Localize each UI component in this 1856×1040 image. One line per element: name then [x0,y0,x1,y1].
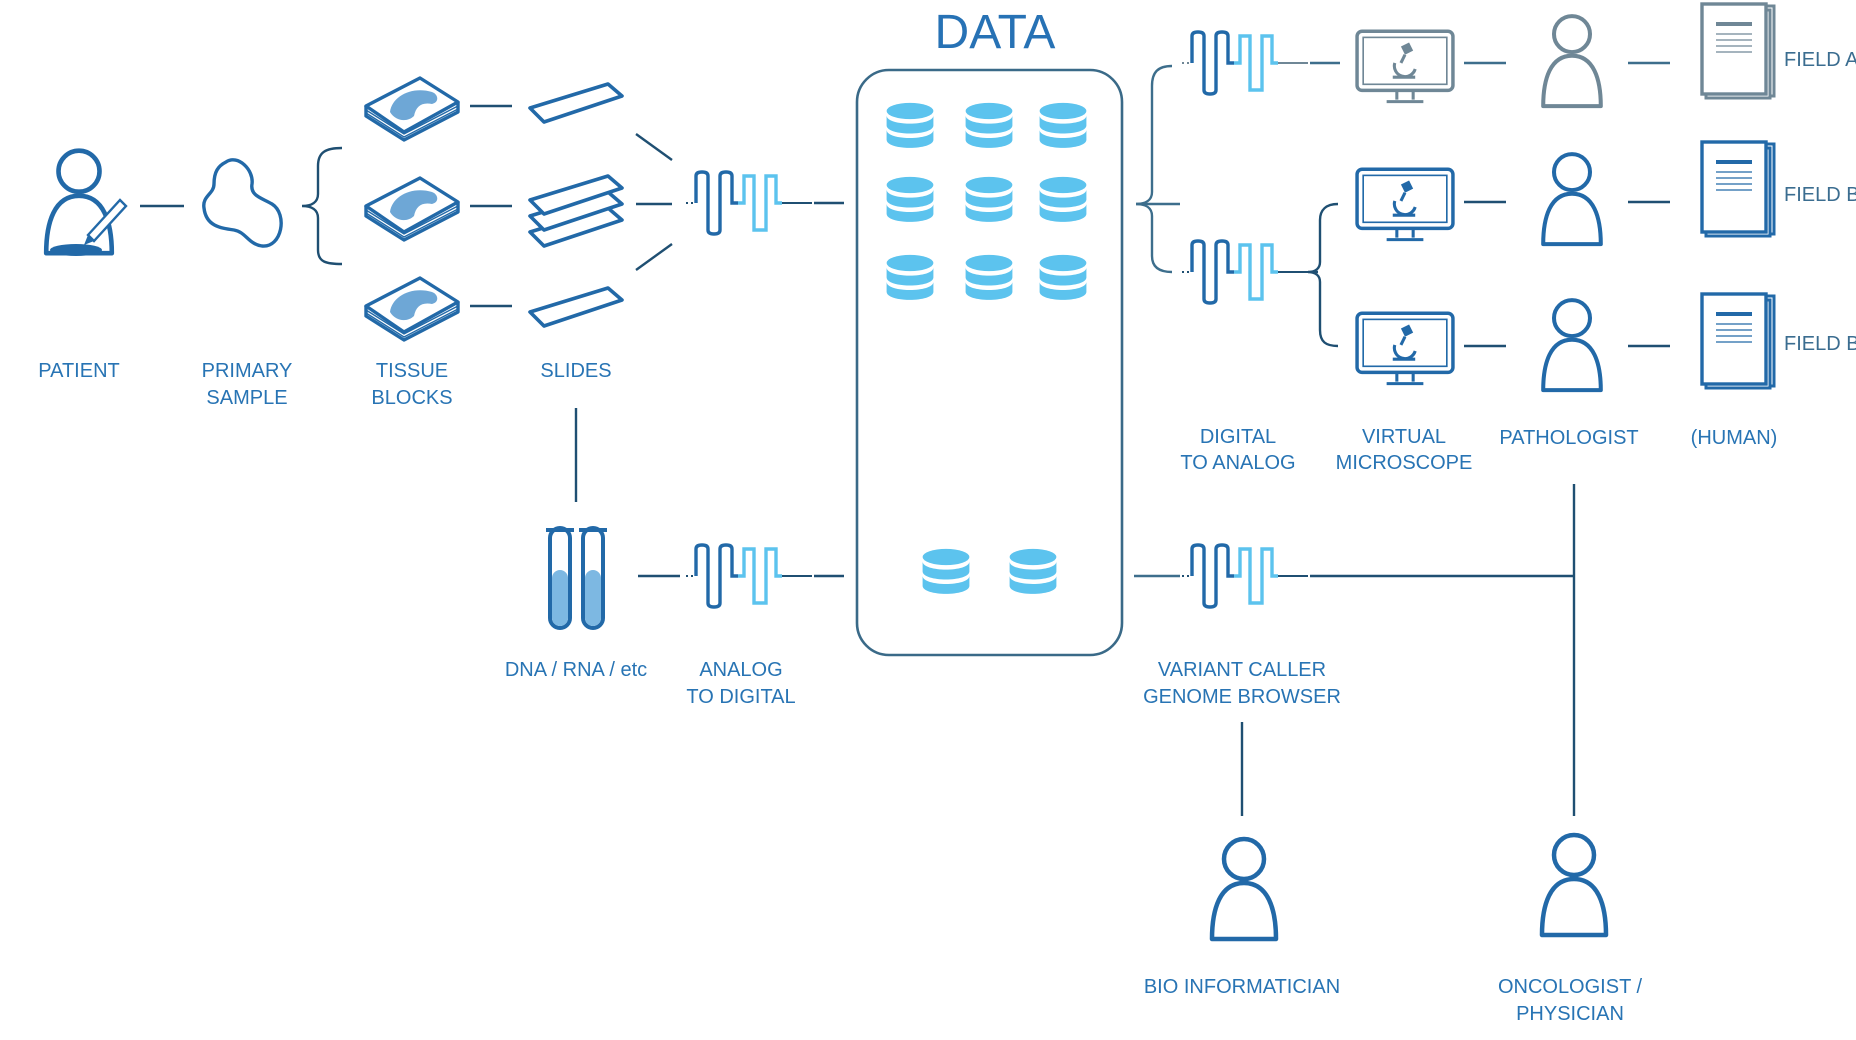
label-patient: PATIENT [38,360,119,382]
database-icon [965,102,1013,148]
connector-slides-ad-bottom [635,243,673,271]
tissue-block-3 [364,276,460,342]
primary-sample-icon [202,158,283,248]
brace-outputs [1135,64,1173,274]
tissue-block-1 [364,76,460,142]
document-icon-b2 [1700,292,1776,390]
slide-1 [528,82,624,124]
label-human: (HUMAN) [1691,427,1778,449]
field-label-b1: FIELD B [1784,184,1856,206]
database-icon [1039,176,1087,222]
label-dna-rna: DNA / RNA / etc [505,659,647,681]
virtual-microscope-icon-b2 [1355,311,1455,386]
database-icon [965,254,1013,300]
database-icon [1009,548,1057,594]
database-icon [1039,102,1087,148]
data-container [855,68,1124,657]
database-icon [886,176,934,222]
database-icon [965,176,1013,222]
label-bio-informatician: BIO INFORMATICIAN [1144,976,1340,998]
oncologist-icon [1542,835,1606,935]
database-icon [1039,254,1087,300]
bio-informatician-icon [1212,839,1276,939]
virtual-microscope-icon-b1 [1355,167,1455,242]
pathologist-icon-b1 [1543,154,1601,244]
label-slides: SLIDES [540,360,611,382]
label-oncologist: ONCOLOGIST /PHYSICIAN [1498,976,1643,1025]
tissue-block-2 [364,176,460,242]
patient-icon [46,151,128,256]
database-icon [922,548,970,594]
digital-to-analog-icon-b [1180,239,1310,305]
analog-to-digital-icon-bottom [684,543,814,609]
database-icon [886,254,934,300]
analog-to-digital-icon-top [684,170,814,236]
digital-to-analog-icon-a [1180,30,1310,96]
dna-tubes-icon [546,526,607,630]
label-pathologist: PATHOLOGIST [1499,427,1638,449]
variant-caller-icon [1180,543,1310,609]
brace-tissue-blocks [301,146,343,266]
database-icon [886,102,934,148]
connector-slides-ad-top [635,133,673,161]
virtual-microscope-icon-a [1355,29,1455,104]
document-icon-a [1700,2,1776,100]
document-icon-b1 [1700,140,1776,238]
field-label-a: FIELD A [1784,49,1856,71]
data-title: DATA [935,6,1056,59]
slide-stack [528,174,624,248]
pathologist-icon-a [1543,16,1601,106]
pathologist-icon-b2 [1543,300,1601,390]
brace-field-b [1307,202,1339,348]
field-label-b2: FIELD B [1784,333,1856,355]
slide-3 [528,286,624,328]
